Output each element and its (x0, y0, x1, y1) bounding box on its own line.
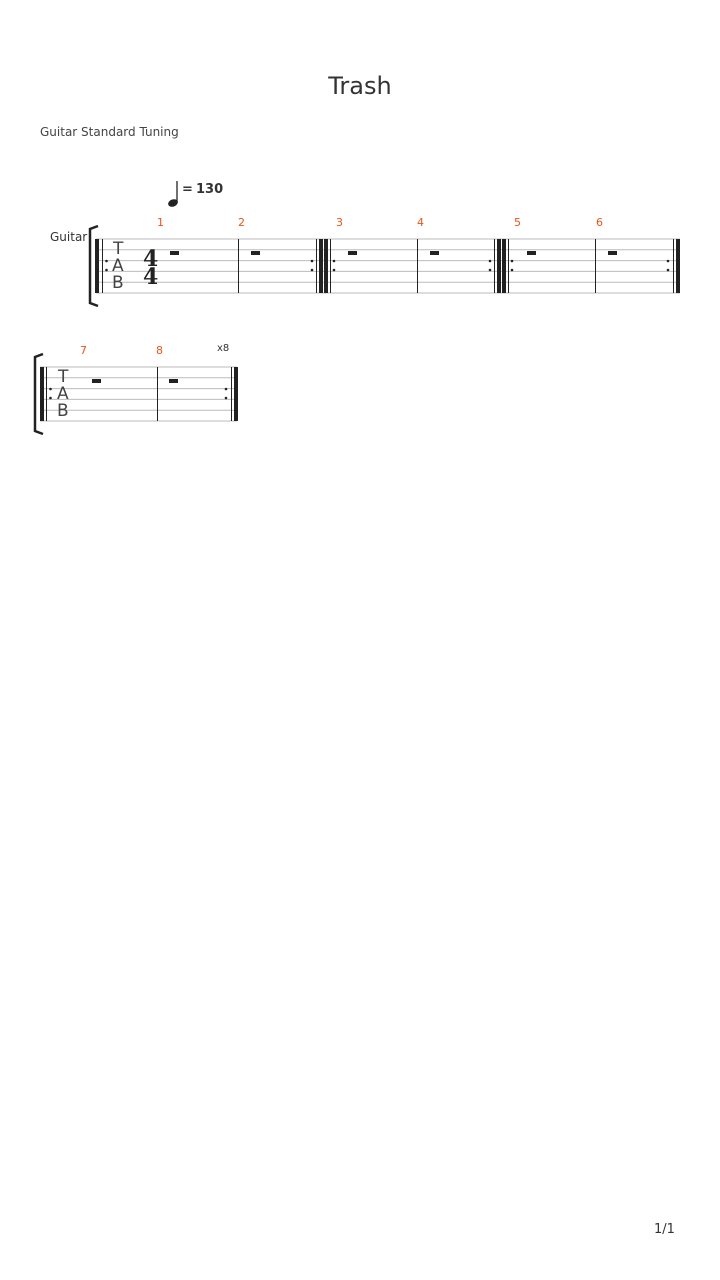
staff-lines (40, 366, 237, 422)
quarter-note-icon (168, 199, 178, 207)
tab-clef-a: A (112, 256, 124, 276)
system-bracket (33, 352, 44, 436)
repeat-dot (488, 259, 492, 263)
whole-rest (92, 379, 101, 383)
repeat-end-thick (497, 239, 501, 293)
tab-clef-t: T (112, 239, 124, 259)
measure-number-5: 5 (514, 216, 521, 229)
whole-rest (348, 251, 357, 255)
repeat-start-thick (40, 367, 44, 421)
tab-clef-b: B (112, 273, 124, 293)
measure-number-1: 1 (157, 216, 164, 229)
staff-lines (96, 238, 680, 294)
instrument-label: Guitar (50, 230, 87, 244)
repeat-end-thick (676, 239, 680, 293)
system-1: Guitar T A B 4 4 1 2 3 4 5 6 (50, 216, 680, 308)
repeat-dot (332, 268, 336, 272)
repeat-count: x8 (217, 343, 229, 354)
page-number: 1/1 (654, 1222, 675, 1237)
repeat-dot (49, 387, 52, 391)
repeat-start-thick (324, 239, 328, 293)
time-signature-denominator: 4 (143, 264, 158, 290)
measure-number-4: 4 (417, 216, 424, 229)
repeat-end-thick (234, 367, 238, 421)
measure-number-2: 2 (238, 216, 245, 229)
tab-clef-t: T (57, 367, 69, 387)
tab-clef-a: A (57, 384, 69, 404)
repeat-end-thick (319, 239, 323, 293)
repeat-dot (49, 396, 52, 400)
whole-rest (251, 251, 260, 255)
whole-rest (430, 251, 439, 255)
whole-rest (527, 251, 536, 255)
repeat-dot (105, 259, 108, 263)
measure-number-6: 6 (596, 216, 603, 229)
repeat-dot (510, 268, 514, 272)
repeat-dot (666, 268, 670, 272)
repeat-dot (488, 268, 492, 272)
system-bracket (88, 224, 99, 308)
repeat-dot (105, 268, 108, 272)
repeat-start-thick (502, 239, 506, 293)
system-2: T A B 7 8 x8 (33, 343, 238, 436)
time-signature-numerator: 4 (143, 246, 158, 272)
whole-rest (170, 251, 179, 255)
measure-number-8: 8 (156, 344, 163, 357)
measure-number-7: 7 (80, 344, 87, 357)
tuning-subtitle: Guitar Standard Tuning (40, 125, 179, 139)
score-title: Trash (328, 72, 392, 100)
repeat-dot (310, 259, 314, 263)
repeat-start-thick (95, 239, 99, 293)
tempo-equals: = (182, 182, 193, 197)
repeat-dot (224, 387, 228, 391)
repeat-dot (510, 259, 514, 263)
whole-rest (608, 251, 617, 255)
tempo-marking: = 130 (168, 181, 223, 207)
tab-clef-b: B (57, 401, 69, 421)
measure-number-3: 3 (336, 216, 343, 229)
repeat-dot (224, 396, 228, 400)
repeat-dot (310, 268, 314, 272)
repeat-dot (332, 259, 336, 263)
repeat-dot (666, 259, 670, 263)
whole-rest (169, 379, 178, 383)
tempo-value: 130 (196, 182, 223, 197)
